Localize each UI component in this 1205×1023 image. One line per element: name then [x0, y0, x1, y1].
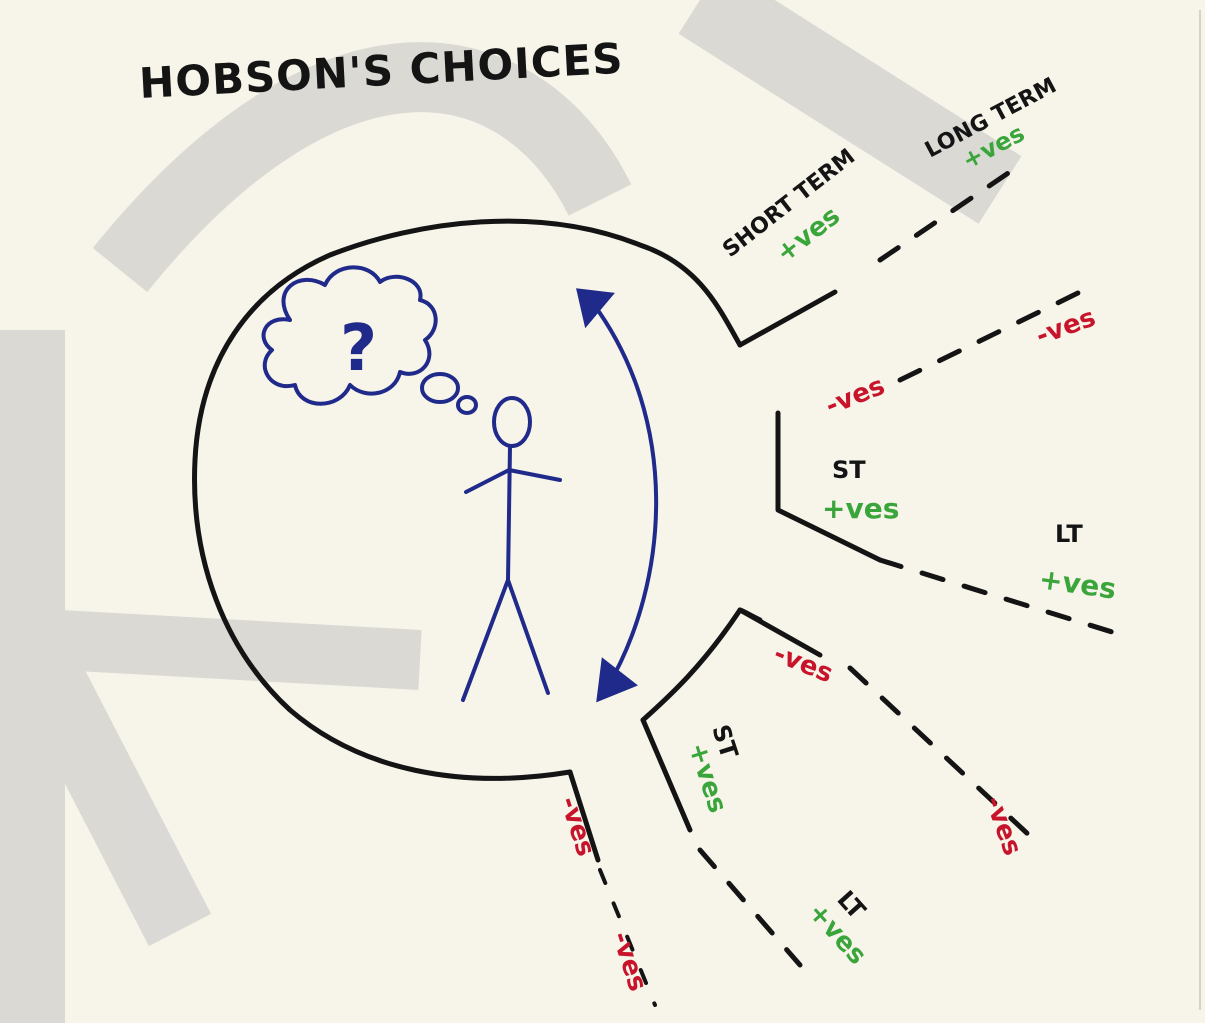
label-lt-lower: LT +ves — [802, 885, 872, 970]
enclosure-lower-arc — [640, 607, 743, 723]
path-lt-middle — [877, 557, 1128, 639]
path-st-lower — [697, 847, 803, 968]
watermark-diag — [678, 0, 1022, 224]
figure-body — [506, 444, 512, 582]
stick-figure — [461, 396, 562, 702]
double-arrow-curve — [590, 300, 659, 690]
label-neg-upper-right: -ves — [1032, 303, 1099, 352]
figure-head — [492, 396, 532, 448]
path-negative-upper — [897, 289, 1083, 383]
opening-1-upper-edge — [737, 289, 838, 348]
label-st-lower: ST +ves — [682, 721, 744, 816]
opening-2-left-edge — [640, 717, 693, 833]
thought-bubble-medium — [420, 372, 460, 404]
thought-question-mark: ? — [340, 312, 377, 386]
watermark — [0, 0, 1022, 1023]
opening-2-right-edge — [737, 607, 823, 658]
arrowhead-bottom — [596, 657, 638, 703]
thought-cloud — [261, 265, 438, 406]
label-neg-bottom-lower: -ves — [605, 928, 652, 995]
path-long-term-upper — [877, 162, 1023, 263]
watermark-leg — [0, 623, 212, 947]
opening-3-edge — [567, 769, 601, 863]
label-st-middle-pos: +ves — [822, 492, 899, 525]
thought-bubble-small — [456, 395, 478, 415]
enclosure-outline — [192, 218, 743, 781]
arrowhead-top — [576, 288, 615, 329]
label-neg-bottom-upper: -ves — [553, 793, 600, 860]
figure-right-leg — [506, 578, 550, 695]
opening-1-lower-edge — [775, 410, 883, 563]
figure-left-leg — [461, 578, 510, 702]
watermark-arc — [92, 42, 632, 293]
path-negative-bottom — [598, 868, 657, 1007]
figure-arms — [464, 468, 562, 494]
label-lt-middle: LT — [1055, 520, 1083, 548]
label-st-middle: ST — [832, 456, 866, 484]
